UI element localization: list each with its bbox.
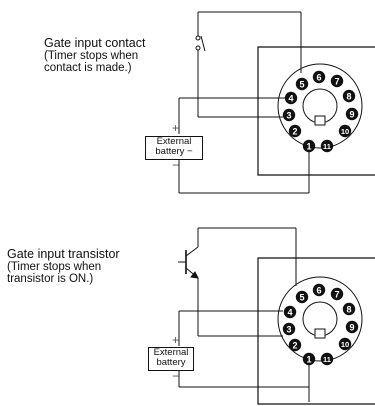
socket-key-top bbox=[314, 115, 326, 126]
pin-10 bbox=[338, 337, 352, 351]
svg-text:1: 1 bbox=[306, 142, 311, 152]
pin-3 bbox=[282, 108, 296, 122]
svg-text:7: 7 bbox=[334, 290, 339, 300]
input-label: Gate input transistor bbox=[7, 247, 120, 261]
svg-text:9: 9 bbox=[349, 110, 354, 120]
svg-text:10: 10 bbox=[341, 127, 349, 136]
svg-text:4: 4 bbox=[288, 94, 293, 104]
pins-bottom: 1 2 3 4 5 6 7 8 9 10 11 bbox=[282, 283, 359, 366]
pin-2 bbox=[288, 338, 302, 352]
svg-text:8: 8 bbox=[346, 305, 351, 315]
gate-input-contact-label: Gate input contact (Timer stops when con… bbox=[44, 36, 146, 75]
svg-text:1: 1 bbox=[306, 355, 311, 365]
pin-10 bbox=[338, 124, 352, 138]
external-battery-box: External battery − bbox=[145, 136, 203, 160]
pin-8 bbox=[342, 302, 356, 316]
socket-ring-top bbox=[277, 63, 363, 149]
input-note-line2: contact is made.) bbox=[44, 62, 132, 75]
svg-text:9: 9 bbox=[349, 323, 354, 333]
svg-text:6: 6 bbox=[316, 286, 321, 296]
pin-9 bbox=[345, 107, 359, 121]
svg-text:7: 7 bbox=[334, 77, 339, 87]
svg-text:4: 4 bbox=[287, 308, 292, 318]
battery-minus-lead: − bbox=[172, 158, 180, 172]
battery-minus-lead: − bbox=[172, 369, 180, 383]
pin-5 bbox=[295, 290, 309, 304]
socket-body-bottom bbox=[257, 257, 375, 405]
svg-text:6: 6 bbox=[316, 73, 321, 83]
contact-terminal-b bbox=[195, 45, 201, 51]
battery-plus-sign: + bbox=[172, 333, 180, 347]
pin-9 bbox=[345, 320, 359, 334]
socket-ring-bottom bbox=[277, 276, 363, 362]
socket-key-bottom bbox=[314, 328, 326, 339]
svg-text:3: 3 bbox=[286, 325, 291, 335]
pin-11 bbox=[320, 139, 334, 153]
pin-11 bbox=[320, 352, 334, 366]
battery-minus-sign: − bbox=[187, 145, 193, 157]
pin-4 bbox=[284, 91, 298, 105]
contact-terminal-a bbox=[195, 35, 201, 41]
svg-text:8: 8 bbox=[346, 92, 351, 102]
battery-label-line2: battery bbox=[155, 145, 185, 157]
input-note-line1: (Timer stops when bbox=[44, 50, 139, 63]
socket-body-top bbox=[257, 46, 375, 176]
pin-1 bbox=[302, 352, 316, 366]
pin-2 bbox=[288, 124, 302, 138]
pin-7 bbox=[330, 287, 344, 301]
pin-6 bbox=[312, 283, 326, 297]
pin-5 bbox=[295, 77, 309, 91]
svg-text:5: 5 bbox=[299, 80, 304, 90]
input-note-line2: transistor is ON.) bbox=[7, 273, 94, 286]
input-note-line1: (Timer stops when bbox=[7, 261, 102, 274]
pins-top: 1 2 3 4 5 6 7 8 9 10 11 bbox=[282, 70, 359, 153]
svg-text:5: 5 bbox=[299, 293, 304, 303]
battery-plus-sign: + bbox=[172, 121, 180, 135]
pin-6 bbox=[312, 70, 326, 84]
pin-4 bbox=[283, 305, 297, 319]
battery-label-line1: External bbox=[153, 347, 189, 358]
external-battery-box: External battery bbox=[148, 347, 194, 371]
input-label: Gate input contact bbox=[44, 36, 146, 50]
pin-1 bbox=[302, 139, 316, 153]
svg-text:2: 2 bbox=[292, 127, 297, 137]
svg-text:11: 11 bbox=[323, 355, 331, 364]
svg-text:2: 2 bbox=[292, 341, 297, 351]
svg-text:11: 11 bbox=[323, 142, 331, 151]
pin-7 bbox=[330, 74, 344, 88]
battery-label-line1: External bbox=[156, 136, 192, 147]
gate-input-transistor-label: Gate input transistor (Timer stops when … bbox=[7, 247, 120, 286]
svg-text:10: 10 bbox=[341, 340, 349, 349]
pin-3 bbox=[282, 322, 296, 336]
pin-8 bbox=[342, 89, 356, 103]
svg-text:3: 3 bbox=[286, 111, 291, 121]
battery-label-line2: battery bbox=[156, 356, 186, 368]
